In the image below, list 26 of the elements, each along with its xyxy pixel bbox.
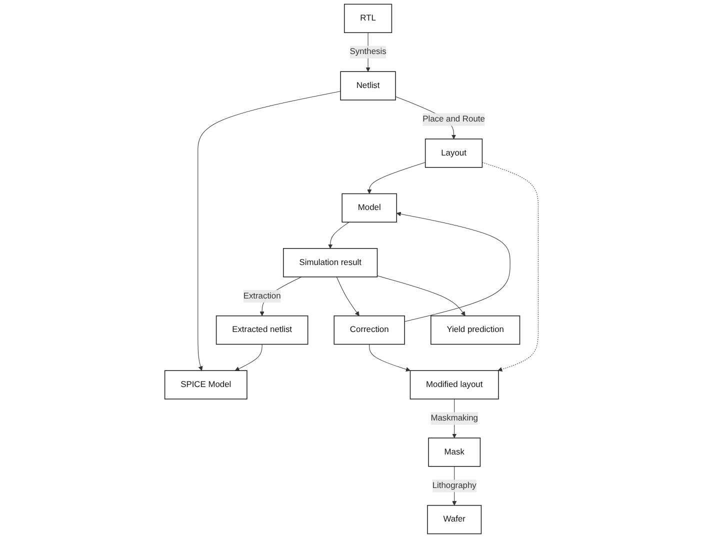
edge-label: Synthesis <box>350 47 386 56</box>
arrow <box>328 222 350 249</box>
node-box: RTL <box>344 4 392 34</box>
edge-label: Extraction <box>243 292 281 301</box>
node-box: Layout <box>424 138 483 168</box>
node-box: Yield prediction <box>430 315 520 345</box>
arrow <box>396 212 510 322</box>
arrow <box>234 344 262 371</box>
edge-label: Place and Route <box>422 114 485 124</box>
node-box: Correction <box>334 315 405 345</box>
node-box: Extracted netlist <box>216 315 308 345</box>
node-box: Model <box>342 193 398 223</box>
arrow <box>198 90 341 371</box>
arrow <box>482 162 538 372</box>
node-box: SPICE Model <box>164 370 248 400</box>
node-box: Simulation result <box>283 248 378 278</box>
arrow <box>377 276 466 316</box>
node-box: Netlist <box>340 71 396 100</box>
node-box: Wafer <box>427 504 482 534</box>
edge-label: Maskmaking <box>430 414 478 423</box>
node-box: Modified layout <box>410 370 499 400</box>
arrow <box>336 276 360 316</box>
edge-label: Lithography <box>432 481 476 490</box>
node-box: Mask <box>428 438 481 467</box>
arrow <box>367 162 426 194</box>
arrow <box>369 344 410 372</box>
